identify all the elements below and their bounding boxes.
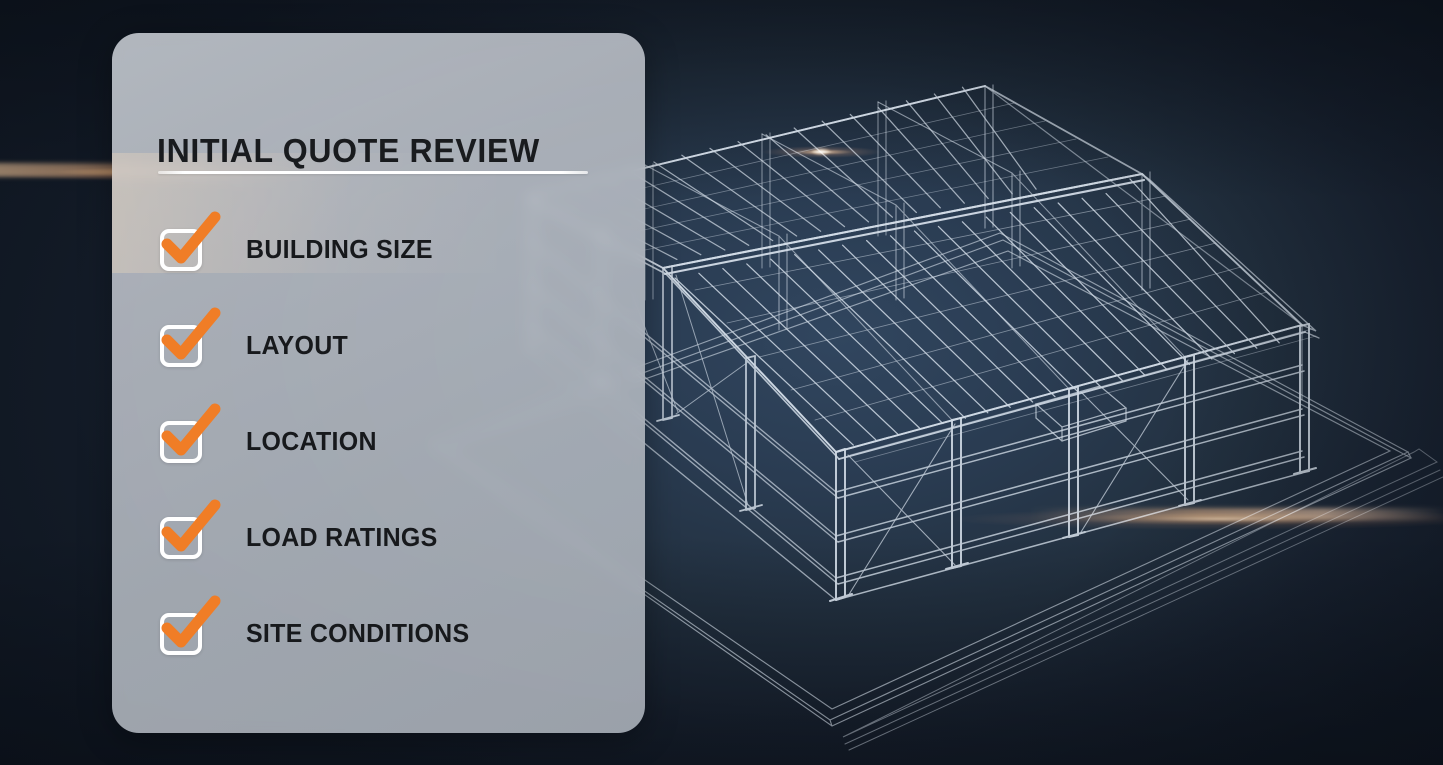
checklist: BUILDING SIZE LAYOUT bbox=[112, 201, 645, 681]
checkbox-box bbox=[160, 421, 202, 463]
checklist-item-label: SITE CONDITIONS bbox=[246, 617, 470, 648]
page-title: INITIAL QUOTE REVIEW bbox=[157, 132, 540, 169]
checkbox-load-ratings[interactable] bbox=[158, 499, 221, 563]
title-divider bbox=[158, 171, 588, 174]
checkmark-icon bbox=[161, 499, 221, 552]
checkbox-layout[interactable] bbox=[158, 307, 221, 371]
checklist-item-label: LAYOUT bbox=[246, 329, 349, 360]
checkbox-box bbox=[160, 613, 202, 655]
checkmark-icon bbox=[161, 307, 221, 360]
initial-quote-review-panel: INITIAL QUOTE REVIEW BUILDING SIZE bbox=[112, 33, 645, 733]
checkbox-box bbox=[160, 517, 202, 559]
checkbox-building-size[interactable] bbox=[158, 211, 221, 275]
checklist-item[interactable]: BUILDING SIZE bbox=[112, 201, 645, 297]
checklist-item[interactable]: SITE CONDITIONS bbox=[112, 585, 645, 681]
checklist-item[interactable]: LOCATION bbox=[112, 393, 645, 489]
checkmark-icon bbox=[161, 595, 221, 648]
checklist-item[interactable]: LOAD RATINGS bbox=[112, 489, 645, 585]
checkmark-icon bbox=[161, 403, 221, 456]
checkbox-site-conditions[interactable] bbox=[158, 595, 221, 659]
checkbox-box bbox=[160, 229, 202, 271]
checkmark-icon bbox=[161, 211, 221, 264]
checklist-item-label: LOAD RATINGS bbox=[246, 521, 438, 552]
checklist-item-label: LOCATION bbox=[246, 425, 377, 456]
checklist-item[interactable]: LAYOUT bbox=[112, 297, 645, 393]
checkbox-box bbox=[160, 325, 202, 367]
checkbox-location[interactable] bbox=[158, 403, 221, 467]
checklist-item-label: BUILDING SIZE bbox=[246, 233, 433, 264]
